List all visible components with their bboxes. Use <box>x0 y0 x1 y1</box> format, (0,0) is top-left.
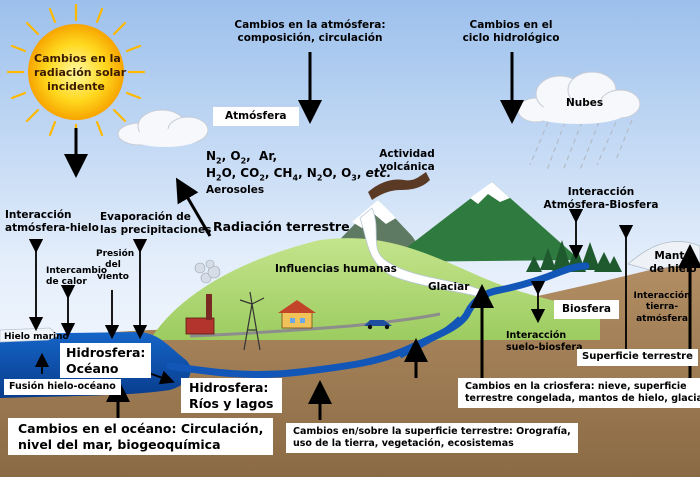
biosphere-label: Biosfera <box>554 300 620 320</box>
green-hill <box>150 238 600 340</box>
hydro-changes-label: Cambios en el ciclo hidrológico <box>462 19 560 45</box>
house-icon <box>278 300 316 329</box>
gases-line-2: H2O, CO2, CH4, N2O, O3, etc. <box>206 166 392 183</box>
factory-icon <box>185 259 221 335</box>
volcanic-label: Actividad volcánica <box>379 148 435 174</box>
cloud-rain-icon <box>517 71 641 171</box>
soil-bio-label: Interacción suelo-biosfera <box>506 330 583 353</box>
gases-label: N2, O2, Ar, H2O, CO2, CH4, N2O, O3, etc.… <box>206 149 391 197</box>
wind-pressure-label: Presión del viento <box>96 249 135 282</box>
atmosphere-changes-label: Cambios en la atmósfera: composición, ci… <box>234 19 386 45</box>
clouds-label: Nubes <box>566 97 604 109</box>
atmosphere-label: Atmósfera <box>213 107 299 127</box>
land-atm-label: Interacción tierra- atmósfera <box>633 291 691 324</box>
sun-label: Cambios en la radiación solar incidente <box>34 52 127 93</box>
ice-ocean-coupling-label: Fusión hielo-océano <box>4 379 121 395</box>
surface-changes-label: Cambios en/sobre la superficie terrestre… <box>286 423 578 453</box>
gases-line-1: N2, O2, Ar, <box>206 149 278 166</box>
human-influences-label: Influencias humanas <box>275 263 397 275</box>
sun-icon <box>6 3 146 142</box>
cryosphere-changes-label: Cambios en la criosfera: nieve, superfic… <box>458 378 700 408</box>
cloud-left-icon <box>117 109 209 147</box>
glacier-label: Glaciar <box>428 281 470 293</box>
atm-bio-label: Interacción Atmósfera-Biosfera <box>543 186 659 212</box>
sea-ice-label: Hielo marino <box>4 332 69 342</box>
heat-exchange-label: Intercambio de calor <box>46 266 108 288</box>
ice-sheet-label: Manto de hielo <box>649 250 697 276</box>
green-mountain <box>388 182 580 262</box>
river-path <box>166 262 590 378</box>
atm-ice-label: Interacción atmósfera-hielo <box>5 209 99 235</box>
precip-evap-label: Evaporación de las precipitaciones <box>100 211 212 237</box>
terrestrial-radiation-arrow <box>175 177 212 237</box>
terrestrial-radiation-label: Radiación terrestre <box>213 219 350 234</box>
land-surface-label: Superficie terrestre <box>577 349 698 366</box>
aerosols-label: Aerosoles <box>206 183 265 196</box>
ocean-changes-label: Cambios en el océano: Circulación, nivel… <box>8 418 274 456</box>
car-icon <box>364 320 392 330</box>
hydrosphere-ocean-label: Hidrosfera: Océano <box>60 343 152 379</box>
volcano-smoke <box>368 172 430 200</box>
hydrosphere-rivers-label: Hidrosfera: Ríos y lagos <box>181 378 282 414</box>
wind-tower-icon <box>239 291 265 351</box>
